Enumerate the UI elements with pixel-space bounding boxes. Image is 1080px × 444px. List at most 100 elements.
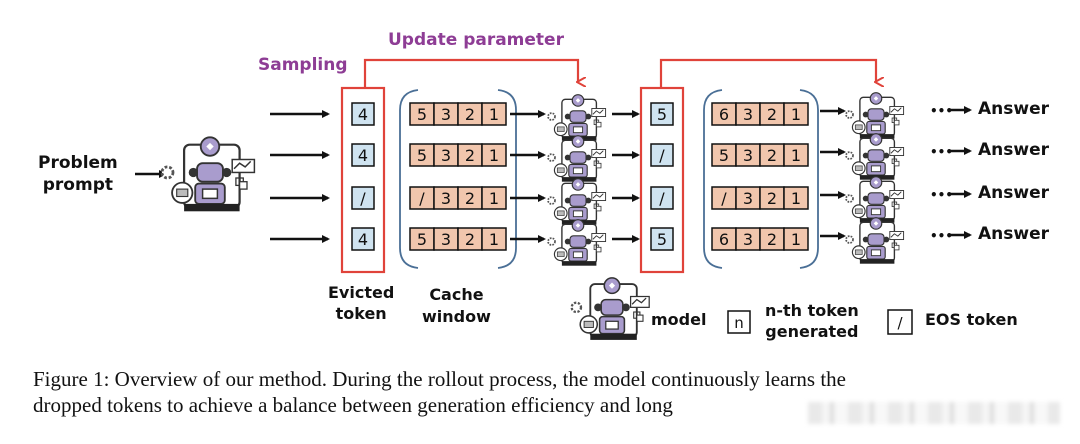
cache-window-line-1: Cache [429, 285, 484, 304]
cache-token-value: 2 [767, 105, 777, 124]
legend-nth-token-label: n-th token generated [765, 300, 859, 342]
cache-token-value: 2 [767, 189, 777, 208]
problem-prompt-label: Problem prompt [38, 152, 118, 196]
cache-token-value: 3 [743, 105, 753, 124]
legend-eos-symbol: / [897, 314, 903, 332]
cache-token-value: 3 [743, 230, 753, 249]
legend-model-icon [570, 276, 651, 342]
cache-token-value: 1 [791, 189, 801, 208]
cache-token-cell [481, 102, 507, 126]
ellipsis: ••• [930, 104, 953, 118]
cache-token-value: 6 [719, 105, 729, 124]
ellipsis: ••• [930, 188, 953, 202]
cache-token-value: 6 [719, 230, 729, 249]
evicted-token-line-2: token [335, 304, 387, 323]
legend-nth-line-1: n-th token [765, 301, 859, 320]
cache-token-cell [783, 186, 809, 210]
evicted-token-cell [351, 143, 375, 167]
cache-token-cell [481, 186, 507, 210]
legend-nth-token-box [727, 310, 751, 334]
cache-token-cell [481, 143, 507, 167]
evicted-token-cell [351, 186, 375, 210]
cache-window-bracket-left-2 [703, 89, 723, 269]
cache-token-value: 2 [465, 146, 475, 165]
cache-token-value: / [721, 189, 727, 208]
cache-token-value: 5 [417, 146, 427, 165]
cache-token-value: 3 [441, 105, 451, 124]
model-icon [547, 93, 607, 142]
legend-nth-line-2: generated [765, 322, 859, 341]
cache-token-cell [481, 227, 507, 251]
cache-window-label: Cache window [422, 284, 491, 328]
evicted-token-value: / [659, 189, 665, 208]
ellipsis: ••• [930, 145, 953, 159]
cache-token-value: 1 [489, 230, 499, 249]
legend-eos-token-label: EOS token [925, 310, 1018, 329]
update-parameter-line-1 [363, 58, 578, 88]
cache-token-value: / [419, 189, 425, 208]
cache-token-cell [783, 227, 809, 251]
model-icon [845, 132, 905, 181]
figure-caption: Figure 1: Overview of our method. During… [33, 366, 1063, 418]
cache-token-value: 1 [489, 146, 499, 165]
evicted-token-cell [351, 102, 375, 126]
watermark-blur [808, 402, 1060, 424]
legend-nth-symbol: n [734, 314, 744, 332]
cache-token-value: 1 [489, 189, 499, 208]
cache-token-cell [783, 102, 809, 126]
cache-token-value: 2 [465, 189, 475, 208]
legend-model-label: model [651, 310, 707, 329]
evicted-token-value: / [659, 146, 665, 165]
cache-token-value: 1 [791, 146, 801, 165]
answer-label: Answer [978, 140, 1049, 160]
cache-token-value: 3 [441, 146, 451, 165]
caption-line-2: dropped tokens to achieve a balance betw… [33, 393, 673, 417]
evicted-token-cell [650, 102, 674, 126]
cache-token-value: 3 [441, 189, 451, 208]
evicted-token-label: Evicted token [328, 282, 394, 324]
cache-token-cell [783, 143, 809, 167]
model-icon [547, 177, 607, 226]
cache-token-value: 2 [465, 105, 475, 124]
evicted-token-value: / [360, 189, 366, 208]
evicted-token-cell [650, 186, 674, 210]
evicted-token-value: 5 [657, 230, 667, 249]
cache-token-value: 3 [743, 189, 753, 208]
evicted-token-cell [650, 143, 674, 167]
evicted-token-box-2 [639, 86, 685, 274]
answer-label: Answer [978, 183, 1049, 203]
evicted-token-value: 5 [657, 105, 667, 124]
problem-prompt-line-1: Problem [38, 153, 118, 173]
problem-prompt-line-2: prompt [42, 175, 113, 195]
cache-token-value: 5 [417, 230, 427, 249]
cache-token-value: 5 [719, 146, 729, 165]
evicted-token-value: 4 [358, 230, 368, 249]
policy-model-icon [160, 135, 256, 213]
cache-token-value: 2 [465, 230, 475, 249]
answer-label: Answer [978, 99, 1049, 119]
caption-line-1: Figure 1: Overview of our method. During… [33, 367, 847, 391]
answer-label: Answer [978, 224, 1049, 244]
model-icon [547, 134, 607, 183]
ellipsis: ••• [930, 229, 953, 243]
model-icon [845, 91, 905, 140]
evicted-token-cell [650, 227, 674, 251]
cache-window-bracket-right-1 [497, 89, 517, 269]
legend-eos-token-box [887, 309, 913, 335]
cache-token-value: 3 [441, 230, 451, 249]
sampling-label: Sampling [258, 55, 348, 75]
cache-token-value: 2 [767, 230, 777, 249]
evicted-token-value: 4 [358, 105, 368, 124]
model-icon [845, 216, 905, 265]
update-parameter-label: Update parameter [388, 30, 564, 50]
cache-window-bracket-right-2 [799, 89, 819, 269]
cache-token-value: 2 [767, 146, 777, 165]
model-icon [547, 218, 607, 267]
cache-token-value: 5 [417, 105, 427, 124]
cache-window-line-2: window [422, 307, 491, 326]
model-icon [845, 175, 905, 224]
cache-token-value: 1 [791, 105, 801, 124]
evicted-token-value: 4 [358, 146, 368, 165]
evicted-token-cell [351, 227, 375, 251]
